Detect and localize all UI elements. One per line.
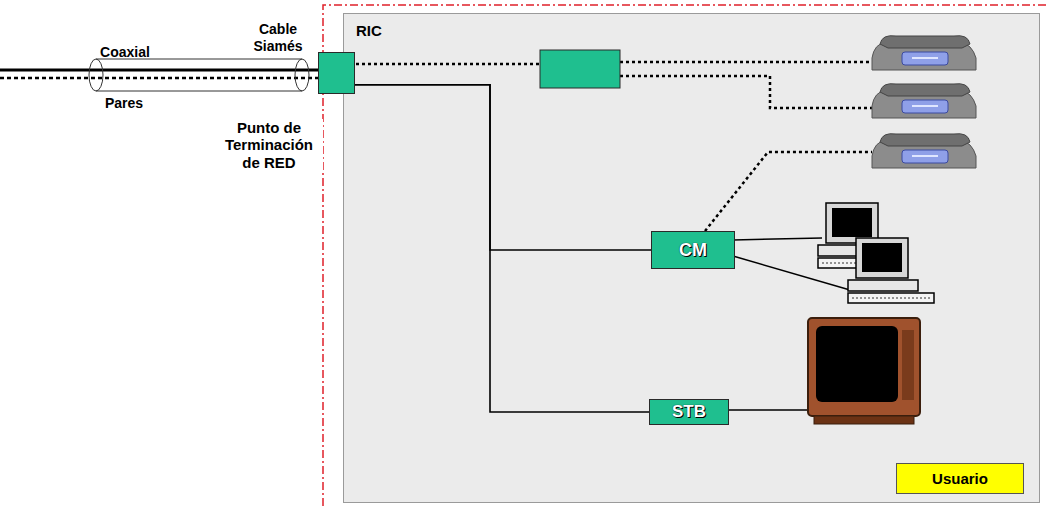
boundary-line (323, 5, 1048, 506)
computer-icon (848, 238, 934, 303)
node-text: RIC (356, 22, 382, 39)
telephone-icon (872, 84, 976, 118)
node-text: STB (672, 402, 706, 422)
sheath-end (295, 59, 309, 91)
cable-connector (355, 85, 651, 250)
node-text: Punto de Terminación de RED (215, 119, 323, 171)
sheath-end (89, 59, 103, 91)
telephone-icon (872, 36, 976, 70)
node-text: CM (679, 240, 707, 261)
set-top-box: STB (649, 399, 729, 425)
node-text: Usuario (932, 470, 988, 487)
television-icon (808, 318, 920, 424)
video-wire (727, 409, 808, 411)
cable-label: Pares (96, 95, 152, 112)
splitter-box (540, 50, 620, 88)
pair-cable (0, 77, 320, 80)
cable-connector (355, 85, 649, 412)
cable-modem-box: CM (651, 231, 735, 269)
data-wire (733, 238, 822, 240)
ric-panel: CM STB Usuario RIC (343, 13, 1040, 503)
telephone-icon (872, 134, 976, 168)
user-tag: Usuario (896, 463, 1024, 494)
siamese-sheath (96, 91, 302, 92)
network-termination-box: Punto de Terminación de RED (318, 52, 355, 94)
cable-label: Coaxial (90, 44, 160, 61)
coaxial-cable (0, 69, 320, 72)
cable-label: Cable Siamés (246, 21, 310, 55)
